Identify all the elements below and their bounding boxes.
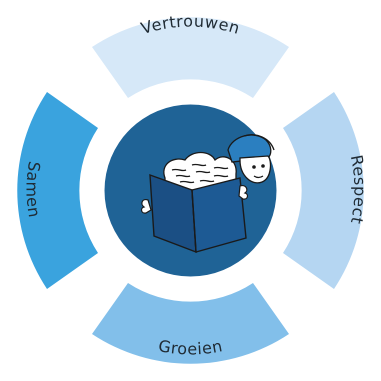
head-with-cap (227, 134, 275, 184)
hands (140, 185, 249, 214)
segment-label-groeien: Groeien (157, 336, 224, 358)
segment-vertrouwen (92, 17, 289, 99)
segment-label-samen-text: Samen (23, 160, 44, 219)
segment-samen (17, 92, 98, 289)
segment-label-respect-text: Respect (347, 153, 369, 225)
segment-label-groeien-text: Groeien (157, 336, 224, 358)
segment-label-respect: Respect (347, 153, 370, 225)
segment-label-samen: Samen (23, 160, 44, 219)
person-reading-book-illustration (140, 134, 275, 254)
open-book (149, 173, 247, 254)
segment-groeien (92, 283, 289, 364)
segment-respect (283, 92, 364, 289)
hair-shape (163, 151, 237, 191)
